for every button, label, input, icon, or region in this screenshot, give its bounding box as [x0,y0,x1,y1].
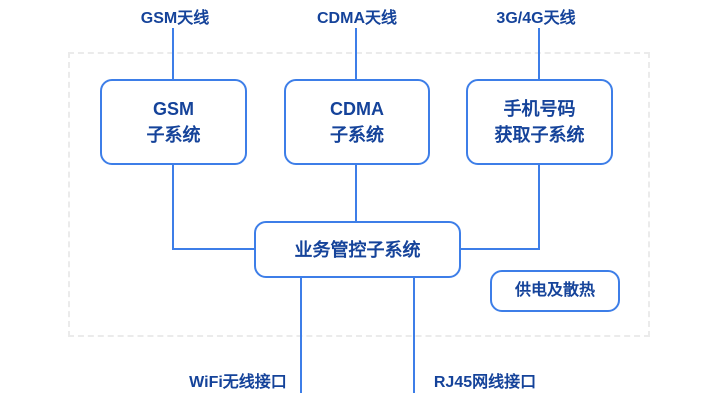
phone-number-subsystem-label-line2: 获取子系统 [494,125,585,145]
gsm-subsystem-label-line1: GSM [152,99,194,119]
antenna-label-3g4g: 3G/4G天线 [496,10,576,27]
gsm-antenna-line [172,28,174,79]
power-cooling-box: 供电及散热 [490,270,620,312]
phone-number-subsystem-label-line1: 手机号码 [503,99,576,119]
gsm-to-control-hline [172,248,256,250]
phone-to-control-hline [460,248,540,250]
antenna-3g4g-line [538,28,540,79]
cdma-antenna-line [355,28,357,79]
gsm-subsystem-box: GSM 子系统 [100,79,247,165]
gsm-subsystem-label-line2: 子系统 [146,125,201,145]
antenna-label-gsm: GSM天线 [140,10,210,27]
phone-to-control-vline [538,165,540,249]
control-subsystem-label: 业务管控子系统 [294,239,421,260]
gsm-to-control-vline [172,165,174,249]
antenna-label-cdma: CDMA天线 [317,10,397,27]
interface-label-wifi: WiFi无线接口 [189,374,287,391]
cdma-subsystem-box: CDMA 子系统 [284,79,430,165]
control-subsystem-box: 业务管控子系统 [254,221,461,278]
cdma-subsystem-label-line2: 子系统 [330,125,384,145]
phone-number-subsystem-box: 手机号码 获取子系统 [466,79,613,165]
control-to-rj45-line [413,278,415,393]
power-cooling-label: 供电及散热 [514,282,595,299]
device-boundary [68,52,650,337]
control-to-wifi-line [300,278,302,393]
interface-label-rj45: RJ45网线接口 [433,374,537,391]
cdma-subsystem-label-line1: CDMA [330,99,384,119]
cdma-to-control-vline [355,165,357,222]
